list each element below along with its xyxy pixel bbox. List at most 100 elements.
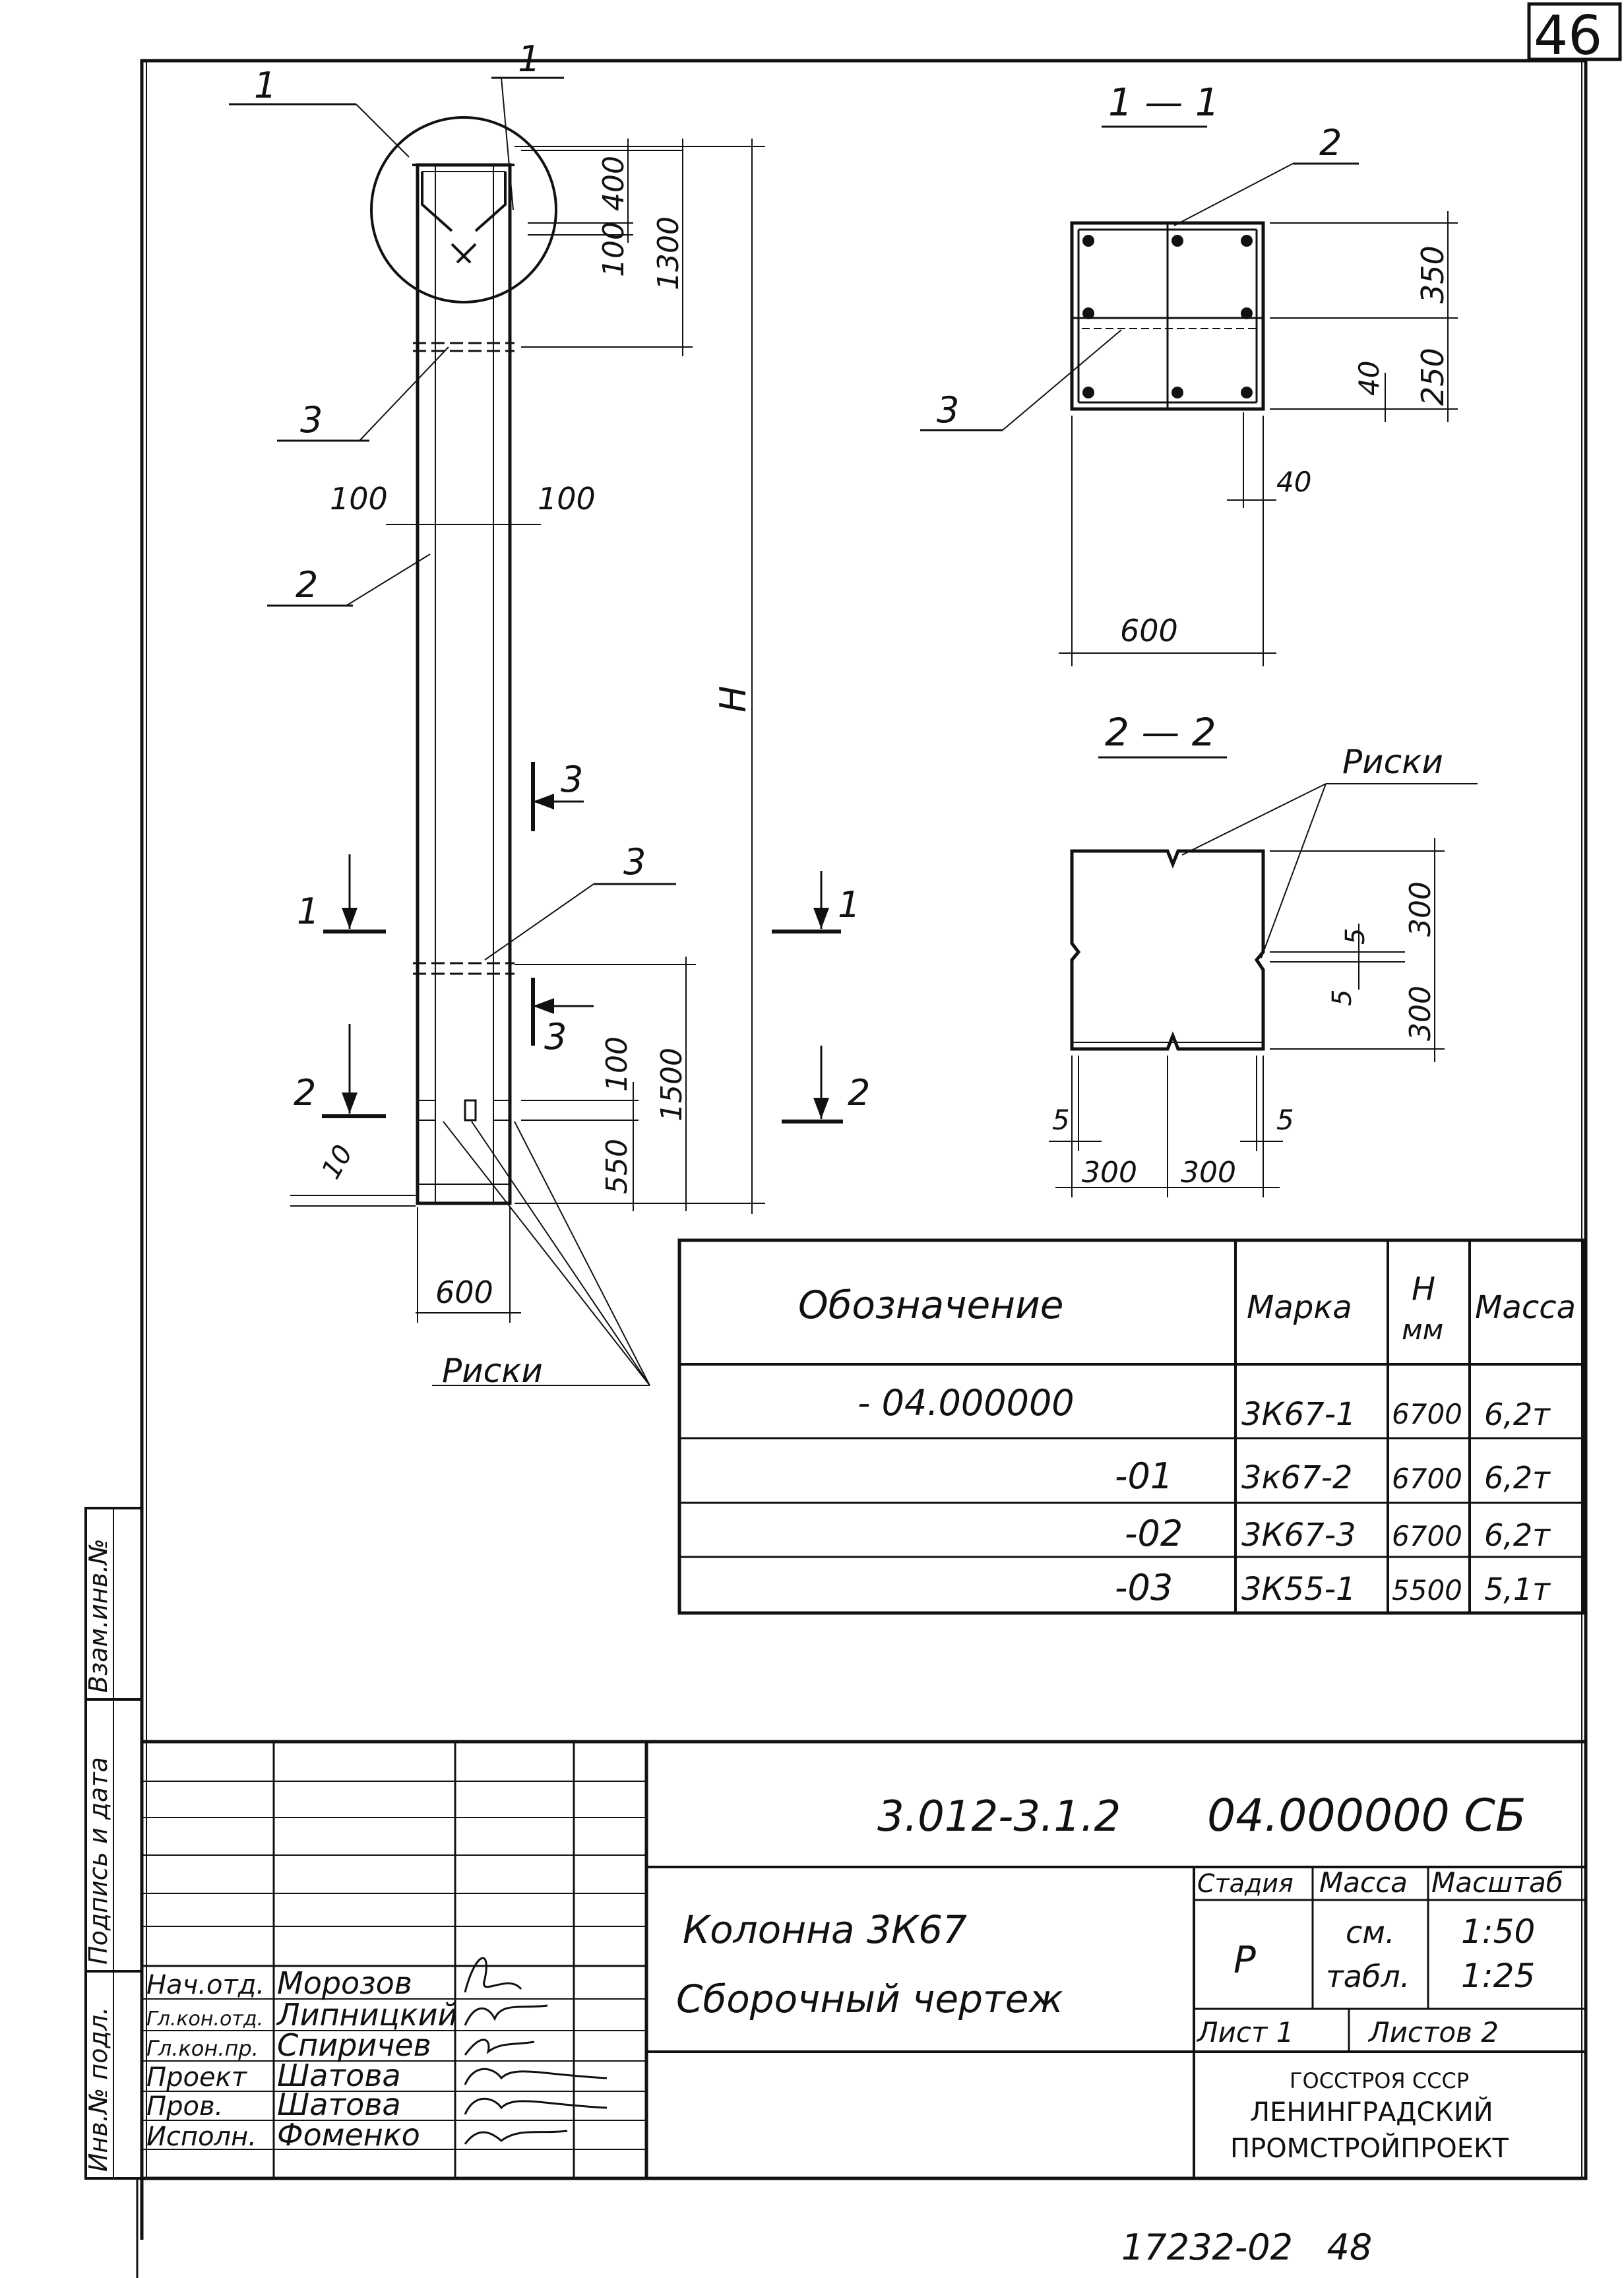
title-sheet: Лист 1 xyxy=(1196,2016,1294,2048)
section-mark-2-left: 2 xyxy=(294,1072,316,1114)
table-header-mass: Масса xyxy=(1475,1289,1576,1326)
section-2-2-dim-300-right: 300 xyxy=(1181,1156,1236,1189)
section-mark-3-top: 3 xyxy=(561,759,583,800)
dim-H: H xyxy=(712,685,754,712)
dim-100-left: 100 xyxy=(330,481,388,517)
title-doc-code: 3.012-3.1.2 xyxy=(877,1792,1121,1841)
section-2-2-dim-5-left-inner: 5 xyxy=(1327,990,1358,1006)
section-1-1-dim-40-horizontal: 40 xyxy=(1276,466,1311,498)
dim-1300: 1300 xyxy=(652,216,685,290)
section-1-1-dim-600: 600 xyxy=(1120,613,1178,649)
signature xyxy=(464,2004,548,2026)
callout-1-left: 1 xyxy=(254,65,276,106)
section-2-2-dim-5-br: 5 xyxy=(1276,1104,1294,1136)
dim-1500: 1500 xyxy=(655,1048,689,1122)
dim-400: 400 xyxy=(597,156,631,211)
table-cell-designation: -03 xyxy=(1115,1567,1173,1608)
staff-name: Морозов xyxy=(277,1965,412,2001)
table-cell-mark: 3к67-2 xyxy=(1241,1459,1352,1496)
column-elevation: 1 1 3 2 400 100 1300 H 100 100 xyxy=(229,38,870,1390)
title-doc-number: 04.000000 СБ xyxy=(1207,1790,1526,1842)
signature xyxy=(464,2039,535,2056)
table-header-h: H xyxy=(1412,1271,1435,1308)
staff-role: Исполн. xyxy=(146,2122,257,2152)
staff-name: Шатова xyxy=(277,2087,401,2122)
dim-100-right: 100 xyxy=(538,481,596,517)
section-1-1: 1 — 1 2 3 350 250 40 40 xyxy=(920,80,1458,666)
dim-100-bottom: 100 xyxy=(600,1036,634,1092)
title-scale-header: Масштаб xyxy=(1431,1866,1563,1899)
staff-role: Пров. xyxy=(146,2091,223,2122)
stamp-inv-podl: Инв.№ подл. xyxy=(84,2007,113,2172)
rebar-bar xyxy=(1171,235,1183,247)
table-cell-designation: - 04.000000 xyxy=(858,1382,1075,1424)
section-1-1-dim-40-vertical: 40 xyxy=(1353,361,1385,396)
stamp-sign-date: Подпись и дата xyxy=(84,1757,113,1965)
title-mass-value-2: табл. xyxy=(1326,1959,1410,1994)
staff-role: Нач.отд. xyxy=(146,1970,265,2000)
section-2-2-dim-300-left: 300 xyxy=(1082,1156,1137,1189)
title-org-line3: ПРОМСТРОЙПРОЕКТ xyxy=(1230,2132,1509,2164)
section-1-1-callout-2: 2 xyxy=(1319,122,1342,164)
rebar-bar xyxy=(1082,387,1094,398)
title-mass-header: Масса xyxy=(1319,1866,1408,1899)
title-sheets: Листов 2 xyxy=(1367,2016,1499,2048)
callout-3: 3 xyxy=(300,399,323,441)
dim-550: 550 xyxy=(600,1139,634,1194)
dim-10: 10 xyxy=(316,1140,359,1184)
table-cell-mark: 3К55-1 xyxy=(1241,1571,1356,1608)
staff-name: Шатова xyxy=(277,2058,401,2093)
title-stage-header: Стадия xyxy=(1197,1869,1294,1898)
signature xyxy=(464,2068,608,2085)
stamp-inv-vzam: Взам.инв.№ xyxy=(84,1538,113,1693)
staff-name: Фоменко xyxy=(277,2117,420,2153)
title-block: 3.012-3.1.2 04.000000 СБ Колонна 3К67 Сб… xyxy=(142,1740,1586,2178)
table-cell-mark: 3К67-1 xyxy=(1241,1396,1356,1433)
table-cell-mass: 5,1т xyxy=(1484,1571,1551,1607)
detail-circle xyxy=(370,116,557,303)
table-cell-mark: 3К67-3 xyxy=(1241,1517,1356,1554)
table-cell-h: 6700 xyxy=(1392,1520,1462,1552)
title-org-line1: ГОССТРОЯ СССР xyxy=(1290,2068,1469,2093)
section-2-2-dim-5-right: 5 xyxy=(1340,928,1371,945)
rebar-bar xyxy=(1082,307,1094,319)
signature xyxy=(464,2097,608,2115)
section-mark-1-left: 1 xyxy=(297,891,319,932)
table-cell-h: 6700 xyxy=(1392,1463,1462,1495)
section-1-1-dim-350: 350 xyxy=(1415,245,1451,303)
footer-number: 17232-02 48 xyxy=(1121,2227,1372,2268)
table-cell-mass: 6,2т xyxy=(1484,1397,1551,1432)
spec-table: Обозначение Марка H мм Масса - 04.000000… xyxy=(677,1238,1585,1615)
title-mass-value-1: см. xyxy=(1346,1914,1395,1950)
title-name-line1: Колонна 3К67 xyxy=(683,1907,967,1952)
table-header-mark: Марка xyxy=(1247,1289,1352,1326)
corner-sheet-number: 46 xyxy=(1534,5,1602,67)
dim-600-elevation: 600 xyxy=(435,1275,493,1310)
signature xyxy=(464,1957,522,1993)
signature xyxy=(464,2130,568,2145)
callout-2: 2 xyxy=(296,564,318,606)
table-header-h-unit: мм xyxy=(1402,1313,1443,1346)
title-org-line2: ЛЕНИНГРАДСКИЙ xyxy=(1250,2096,1493,2128)
title-scale-2: 1:25 xyxy=(1461,1957,1535,1995)
section-mark-3-bottom: 3 xyxy=(544,1016,567,1058)
staff-name: Липницкий xyxy=(276,1997,457,2033)
section-1-1-dim-250: 250 xyxy=(1415,348,1451,406)
section-1-1-title: 1 — 1 xyxy=(1108,80,1220,125)
rebar-bar xyxy=(1171,387,1183,398)
section-mark-1-right: 1 xyxy=(838,884,860,926)
staff-role: Гл.кон.отд. xyxy=(146,2008,263,2031)
section-1-1-callout-3: 3 xyxy=(937,389,959,431)
table-cell-h: 6700 xyxy=(1392,1398,1462,1430)
section-2-2-dim-300-bottom: 300 xyxy=(1404,986,1437,1041)
rebar-bar xyxy=(1241,387,1253,398)
section-2-2-outline xyxy=(1070,849,1265,1051)
callout-1-right: 1 xyxy=(518,38,540,80)
riski-label-elevation: Риски xyxy=(442,1352,543,1390)
section-mark-2-right: 2 xyxy=(848,1072,870,1114)
section-2-2-dim-300-top: 300 xyxy=(1404,881,1437,937)
section-2-2-title: 2 — 2 xyxy=(1105,710,1216,755)
section-2-2: 2 — 2 Риски 300 300 5 5 5 5 300 300 xyxy=(1049,710,1478,1197)
rebar-bar xyxy=(1241,235,1253,247)
